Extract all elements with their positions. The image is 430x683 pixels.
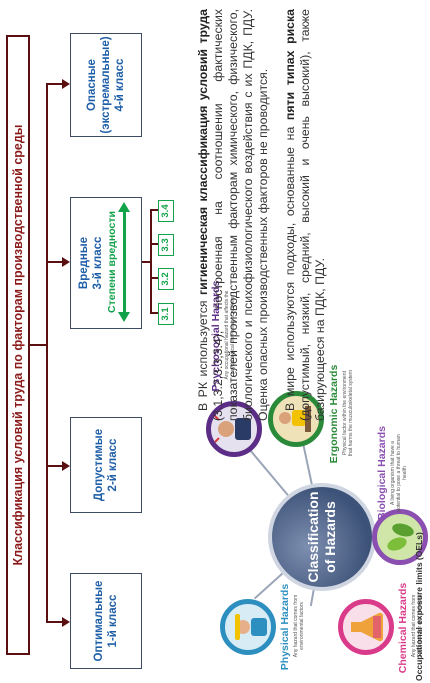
class-number: 2-й класс — [107, 438, 119, 492]
class-number: 3-й класс — [92, 236, 104, 290]
classification-title: Классификация условий труда по факторам … — [6, 35, 30, 655]
highlight: гигиеническая классификация условий труд… — [196, 9, 210, 295]
connector-line — [46, 83, 48, 623]
paragraph-2: В мире используются подходы, основанные … — [283, 9, 327, 421]
connector-line — [150, 243, 158, 245]
severity-arrow — [123, 210, 126, 314]
hazard-description: Any hazard that comes from environmental… — [293, 594, 305, 658]
connector-line — [150, 209, 158, 211]
arrow-down-icon — [62, 461, 70, 471]
class-box-acceptable: Допустимые 2-й класс — [70, 417, 142, 513]
class-name: Вредные — [78, 236, 90, 290]
psychosocial-hazard-icon — [206, 401, 262, 457]
paragraph-1: В РК используется гигиеническая классифи… — [196, 9, 270, 421]
class-qualifier: (экстремальные) — [100, 36, 112, 134]
subclass-3-2: 3.2 — [158, 268, 174, 290]
ergonomic-hazard-icon — [268, 391, 324, 447]
arrow-down-icon — [62, 79, 70, 89]
class-name: Допустимые — [93, 428, 105, 502]
class-box-optimal: Оптимальные 1-й класс — [70, 573, 142, 669]
hazard-description: Physical factor within the environment t… — [342, 369, 354, 457]
hazard-title: Chemical Hazards — [397, 582, 409, 674]
subclass-3-1: 3.1 — [158, 303, 174, 325]
oel-caption: Occupational exposure limits (OELs) — [414, 532, 424, 681]
chemical-hazard-icon — [338, 599, 394, 655]
physical-hazard-icon — [220, 599, 276, 655]
class-box-dangerous: Опасные (экстремальные) 4-й класс — [70, 33, 142, 137]
hazard-title: Biological Hazards — [376, 426, 388, 520]
connector-line — [142, 261, 150, 263]
hazard-description: A living organism that have a potential … — [390, 434, 408, 512]
arrow-down-icon — [62, 257, 70, 267]
arrow-down-icon — [62, 617, 70, 627]
class-number: 1-й класс — [107, 594, 119, 648]
connector-line — [150, 312, 158, 314]
highlight: пяти типах риска — [283, 9, 297, 121]
biological-hazard-icon — [372, 509, 428, 565]
connector-line — [150, 277, 158, 279]
severity-label: Степени вредности — [106, 211, 118, 313]
class-number: 4-й класс — [114, 58, 126, 112]
text-column: В РК используется гигиеническая классифи… — [196, 9, 340, 421]
connector-line — [150, 210, 152, 314]
hub-title-line1: Classification — [305, 491, 321, 583]
class-box-harmful: Вредные 3-й класс Степени вредности — [70, 197, 142, 329]
arrow-right-icon — [118, 202, 130, 212]
class-name: Опасные — [86, 59, 98, 111]
subclass-3-4: 3.4 — [158, 200, 174, 222]
hazard-title: Physical Hazards — [279, 583, 291, 671]
hub-title-line2: of Hazards — [322, 501, 338, 573]
class-name: Оптимальные — [93, 580, 105, 662]
subclass-3-3: 3.3 — [158, 234, 174, 256]
